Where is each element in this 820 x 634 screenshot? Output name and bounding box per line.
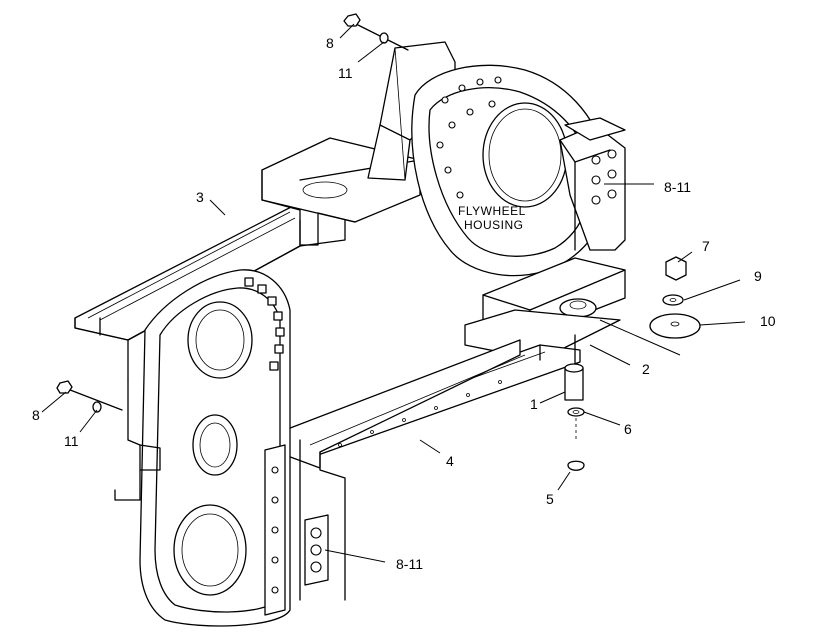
callout-8-11-bottom: 8-11	[396, 556, 423, 572]
rail-holes	[338, 380, 502, 447]
callout-6: 6	[624, 421, 632, 437]
case-flange-bolts	[271, 466, 279, 594]
leader-lines	[41, 23, 746, 563]
housing-label-line1: FLYWHEEL	[458, 204, 526, 218]
spacer-and-mount-parts	[564, 334, 585, 471]
callout-1: 1	[530, 396, 538, 412]
flange-bolt-holes	[436, 76, 502, 199]
left-bolt-and-washer	[56, 380, 123, 413]
callout-5: 5	[546, 491, 554, 507]
callout-labels: 8 11 8-11 3 7 9 10 2 1 6 4 5 8 11 8-11	[32, 35, 776, 572]
nut-and-washers	[649, 256, 701, 339]
case-gear-teeth	[244, 277, 285, 371]
callout-8-top: 8	[326, 35, 334, 51]
callout-11-left: 11	[64, 433, 79, 449]
callout-9: 9	[754, 268, 762, 284]
lower-mount-bolts	[304, 514, 329, 586]
right-bracket-bolts	[591, 149, 617, 205]
housing-label-line2: HOUSING	[464, 218, 524, 232]
callout-10: 10	[760, 313, 776, 329]
callout-3: 3	[196, 189, 204, 205]
callout-7: 7	[702, 238, 710, 254]
callout-11-top: 11	[338, 65, 353, 81]
callout-8-11-right: 8-11	[664, 179, 691, 195]
transmission-case	[114, 269, 329, 627]
callout-2: 2	[642, 361, 650, 377]
callout-8-left: 8	[32, 407, 40, 423]
flywheel-housing: FLYWHEEL HOUSING	[367, 41, 610, 277]
callout-4: 4	[446, 453, 454, 469]
top-bolt-and-washer	[343, 13, 409, 51]
